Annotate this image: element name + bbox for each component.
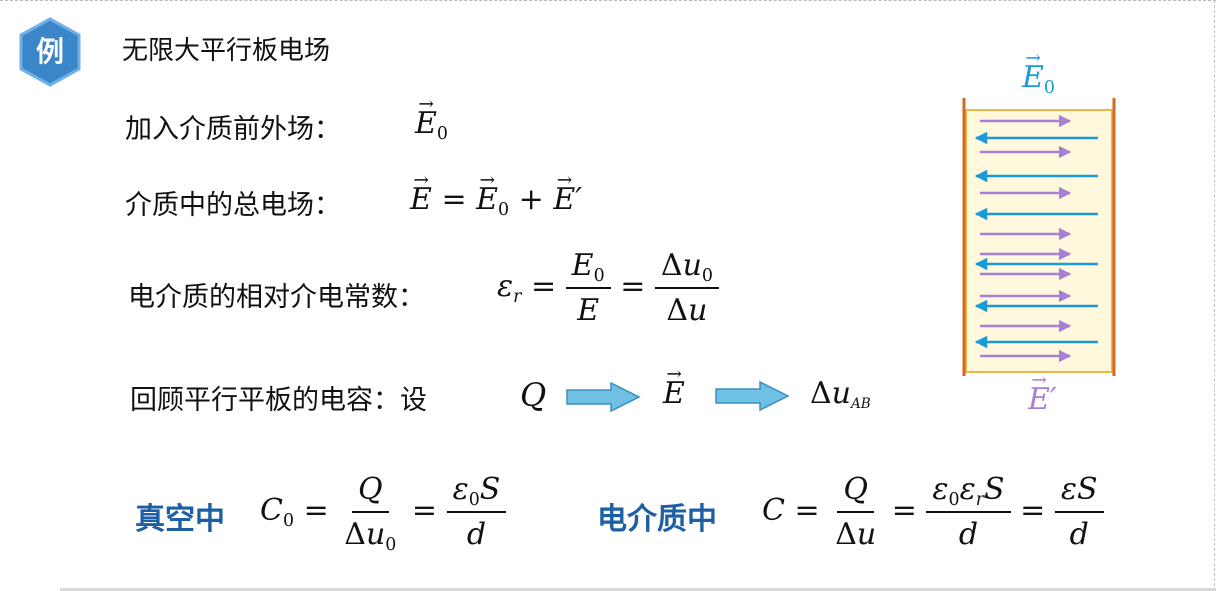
example-badge-label: 例 bbox=[35, 35, 64, 68]
recall-capacitor-label: 回顾平行平板的电容：设 bbox=[130, 385, 427, 416]
example-badge-icon bbox=[19, 17, 81, 87]
permittivity-label: 电介质的相对介电常数： bbox=[128, 282, 425, 313]
dielectric-slab bbox=[965, 109, 1113, 373]
right-arrow-icon bbox=[566, 381, 641, 413]
parallel-plate-diagram bbox=[962, 98, 1116, 376]
external-field-formula: E0 bbox=[415, 94, 448, 144]
vacuum-label: 真空中 bbox=[135, 502, 225, 537]
diagram-e0-label: E0 bbox=[1022, 48, 1055, 98]
page-title: 无限大平行板电场 bbox=[122, 36, 331, 66]
diagram-eprime-label: E′ bbox=[1028, 370, 1057, 417]
right-arrow-icon bbox=[715, 380, 790, 412]
bottom-rule bbox=[60, 588, 1216, 591]
field-symbol: E bbox=[663, 364, 685, 411]
dielectric-label: 电介质中 bbox=[597, 502, 717, 537]
total-field-label: 介质中的总电场： bbox=[125, 190, 341, 221]
external-field-label: 加入介质前外场： bbox=[125, 114, 341, 145]
charge-symbol: Q bbox=[520, 376, 547, 414]
total-field-formula: E = E0 + E′ bbox=[410, 170, 582, 220]
right-border bbox=[1214, 0, 1215, 591]
voltage-symbol: ΔuAB bbox=[810, 376, 871, 412]
top-border bbox=[0, 0, 1216, 1]
